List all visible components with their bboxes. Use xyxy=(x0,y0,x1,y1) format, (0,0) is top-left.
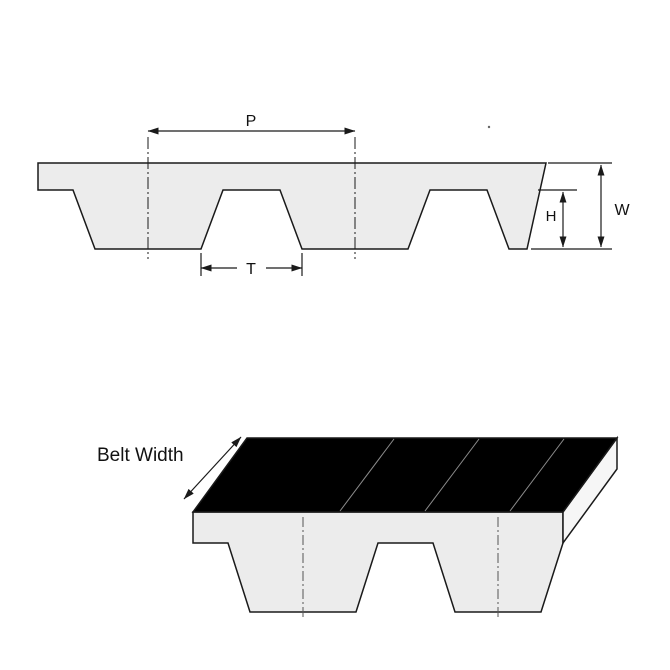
belt-width-label: Belt Width xyxy=(97,445,184,466)
artifact-dot xyxy=(487,125,491,129)
tooth-label: T xyxy=(246,261,256,278)
height-dimension: H xyxy=(531,189,612,250)
isometric-view: Belt Width xyxy=(97,435,619,617)
belt-width-arrow xyxy=(183,436,242,500)
belt-profile xyxy=(37,162,547,250)
top-face-seam-line xyxy=(509,438,565,512)
top-face-seam-line xyxy=(424,438,480,512)
height-label: H xyxy=(546,208,557,225)
pitch-label: P xyxy=(246,113,257,130)
pitch-dimension: P xyxy=(147,113,356,135)
top-face-seam-line xyxy=(339,438,395,512)
cross-section-view: P T H W xyxy=(37,113,630,278)
belt-width-dimension: Belt Width xyxy=(97,436,242,500)
thickness-dimension: W xyxy=(548,162,630,248)
tooth-dimension: T xyxy=(200,253,303,278)
belt-front-face xyxy=(192,511,564,613)
thickness-label: W xyxy=(614,202,630,219)
belt-top-face xyxy=(191,437,619,513)
